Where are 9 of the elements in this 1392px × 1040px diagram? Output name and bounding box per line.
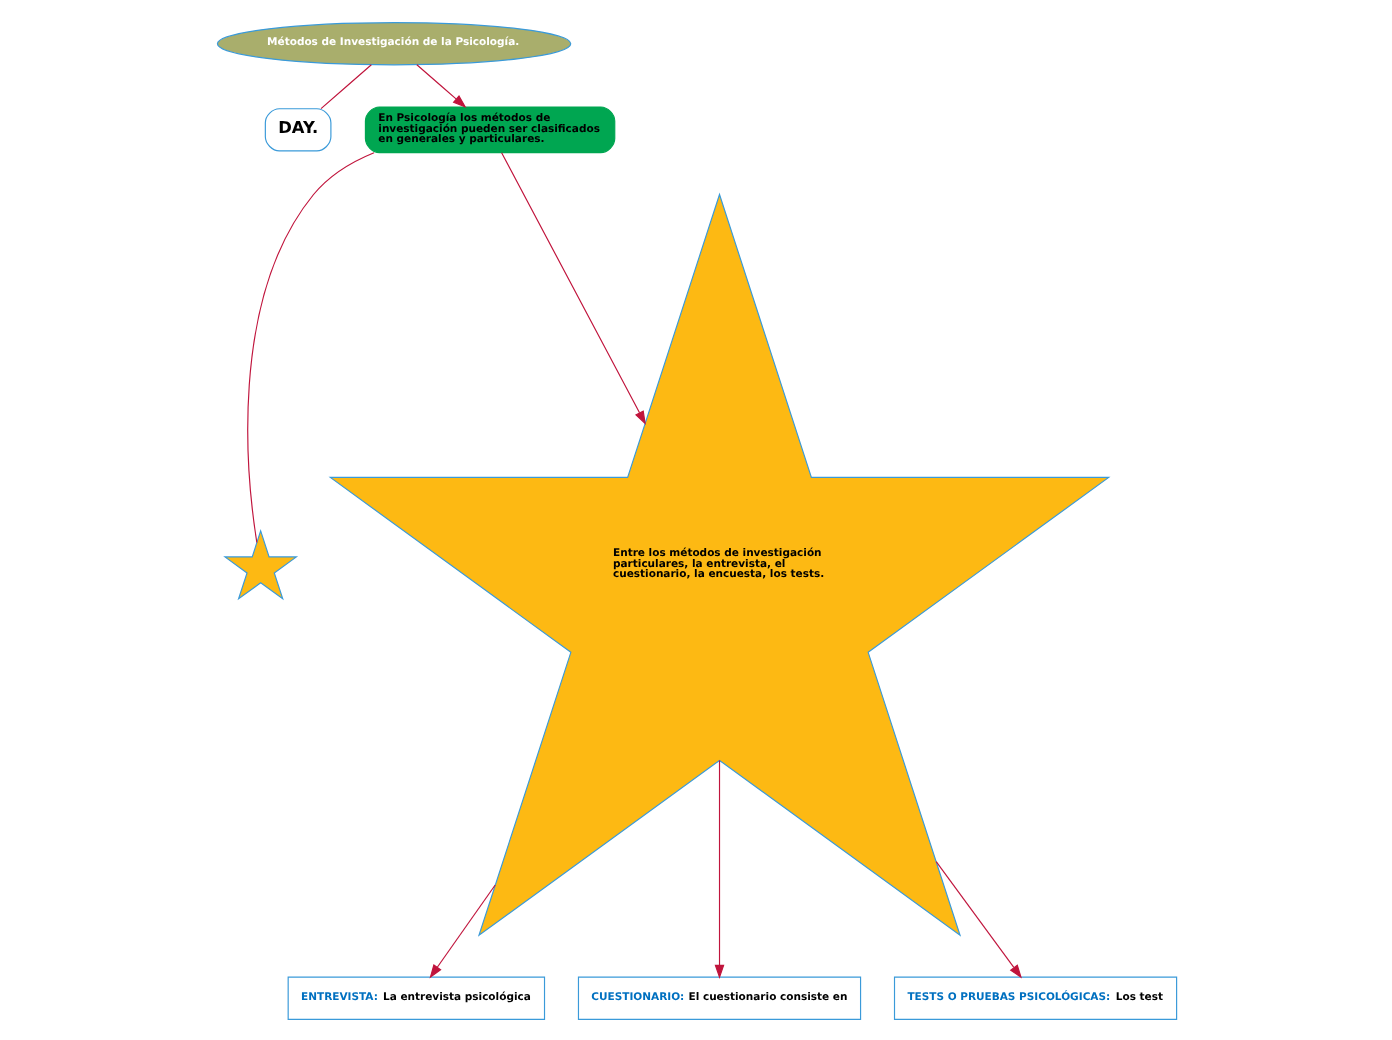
- arrow: [500, 151, 645, 424]
- connector: [246, 151, 374, 543]
- node-box: DAY.: [263, 107, 331, 151]
- arrow: [415, 63, 466, 108]
- arrow: [428, 883, 495, 978]
- arrow: [934, 860, 1021, 978]
- connector: [319, 63, 371, 109]
- node-star: [222, 528, 298, 600]
- arrow: [713, 758, 724, 978]
